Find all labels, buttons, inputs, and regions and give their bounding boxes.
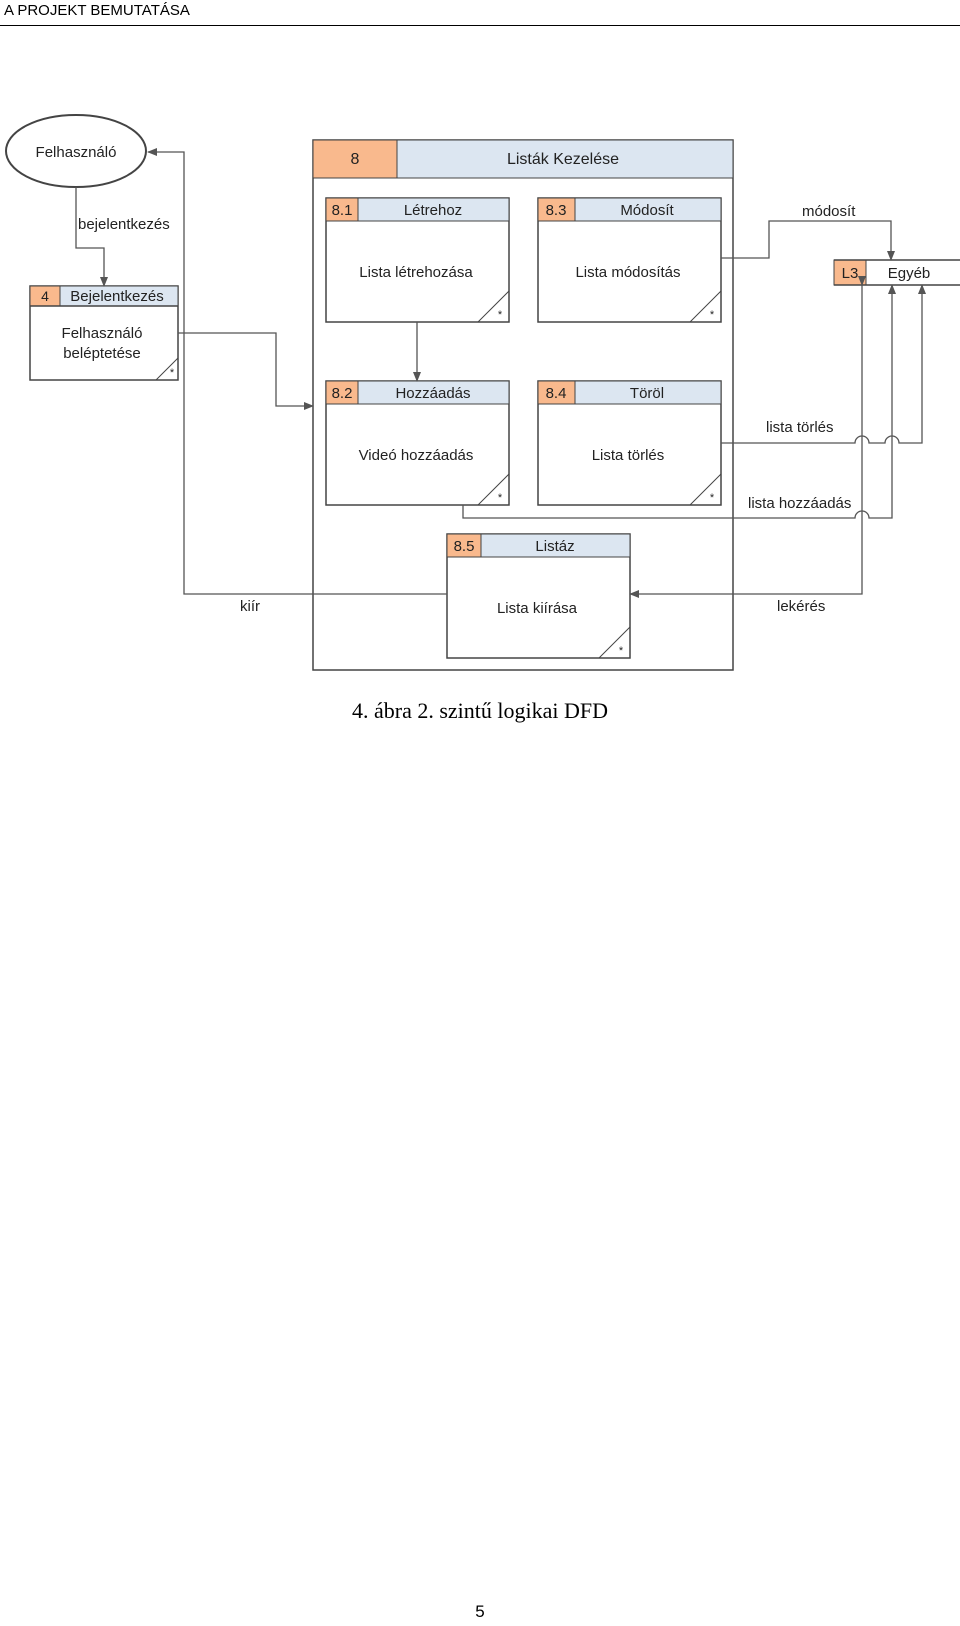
process-4-id: 4: [41, 288, 49, 304]
flow-lines: [75, 148, 926, 598]
page-header-title: A PROJEKT BEMUTATÁSA: [4, 2, 190, 19]
subprocess-8-1: 8.1 Létrehoz Lista létrehozása *: [325, 197, 510, 323]
flow-lekeres-label: lekérés: [777, 598, 825, 615]
dfd-diagram: Felhasználó 4 Bejelentkezés Felhasználó …: [5, 114, 960, 671]
flow-kiir-line: [147, 148, 447, 595]
process-4-body-line1: Felhasználó: [62, 325, 143, 342]
process-4-body-line2: beléptetése: [63, 345, 141, 362]
datastore-title: Egyéb: [888, 265, 931, 282]
process-4-star: *: [170, 367, 175, 379]
subprocess-title: Módosít: [620, 202, 674, 219]
subprocess-star: *: [619, 645, 624, 657]
subprocess-id: 8.3: [546, 202, 567, 219]
flow-modosit-line: [721, 220, 895, 261]
process-8-title: Listák Kezelése: [507, 151, 619, 168]
subprocess-8-3: 8.3 Módosít Lista módosítás *: [537, 197, 722, 323]
subprocess-id: 8.2: [332, 385, 353, 402]
datastore-id: L3: [842, 265, 859, 282]
header-rule: [0, 25, 960, 26]
subprocess-id: 8.4: [546, 385, 567, 402]
flow-kiir-label: kiír: [240, 598, 260, 615]
subprocess-star: *: [498, 492, 503, 504]
flow-lekeres-line: [629, 276, 866, 598]
page-number: 5: [475, 1602, 485, 1621]
process-8-id: 8: [351, 151, 360, 168]
figure-caption: 4. ábra 2. szintű logikai DFD: [351, 698, 609, 723]
subprocess-id: 8.5: [454, 538, 475, 555]
entity-label: Felhasználó: [36, 144, 117, 161]
flow-bejelentkezes-label: bejelentkezés: [78, 216, 170, 233]
subprocess-title: Töröl: [630, 385, 664, 402]
subprocess-body: Lista kiírása: [497, 600, 578, 617]
process-4-title: Bejelentkezés: [70, 288, 163, 305]
subprocess-id: 8.1: [332, 202, 353, 219]
flow-bejelentkezes-line: [75, 187, 108, 287]
process-4-bejelentkezes: 4 Bejelentkezés Felhasználó beléptetése …: [29, 285, 179, 381]
datastore-l3: L3 Egyéb: [833, 259, 960, 286]
subprocess-body: Videó hozzáadás: [359, 447, 474, 464]
subprocess-8-4: 8.4 Töröl Lista törlés *: [537, 380, 722, 506]
flow-lista-torles-label: lista törlés: [766, 419, 834, 436]
flow-login-to-main-line: [178, 332, 314, 410]
subprocess-star: *: [710, 309, 715, 321]
subprocess-title: Listáz: [535, 538, 574, 555]
subprocess-body: Lista létrehozása: [359, 264, 473, 281]
flow-lista-hozzaadas-label: lista hozzáadás: [748, 495, 851, 512]
subprocess-star: *: [498, 309, 503, 321]
subprocess-body: Lista módosítás: [575, 264, 680, 281]
subprocess-title: Létrehoz: [404, 202, 462, 219]
subprocess-star: *: [710, 492, 715, 504]
subprocess-body: Lista törlés: [592, 447, 665, 464]
entity-felhasznalo: Felhasználó: [5, 114, 147, 188]
subprocess-8-2: 8.2 Hozzáadás Videó hozzáadás *: [325, 380, 510, 506]
subprocess-title: Hozzáadás: [395, 385, 470, 402]
subprocess-8-5: 8.5 Listáz Lista kiírása *: [446, 533, 631, 659]
flow-modosit-label: módosít: [802, 203, 856, 220]
